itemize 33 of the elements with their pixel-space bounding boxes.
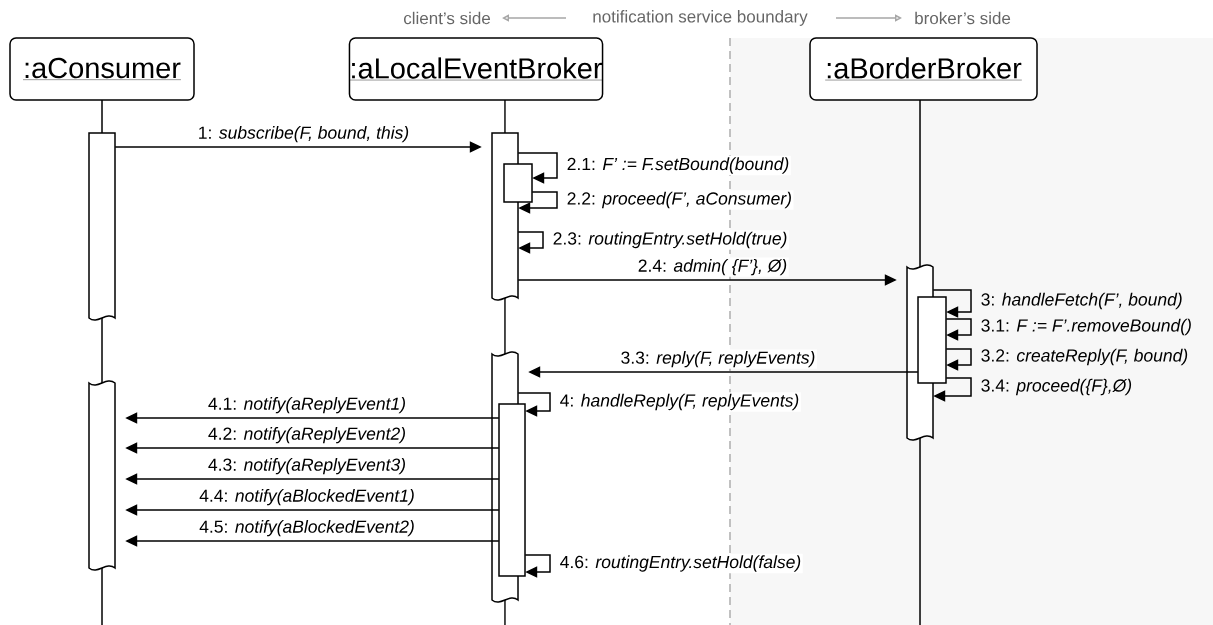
message-label: 3.1: F := F’.removeBound()	[979, 317, 1194, 337]
message-label: 2.1: F’ := F.setBound(bound)	[565, 155, 791, 176]
message-label: 1: subscribe(F, bound, this)	[196, 124, 411, 144]
self-message-arrow	[932, 289, 972, 318]
message-label: 3.2: createReply(F, bound)	[979, 347, 1190, 367]
self-message-arrow	[524, 554, 551, 578]
message-label: 2.2: proceed(F’, aConsumer)	[565, 190, 794, 210]
message-label: 2.3: routingEntry.setHold(true)	[551, 230, 789, 250]
activation-bar	[917, 296, 947, 384]
message-label: 4: handleReply(F, replyEvents)	[558, 392, 801, 412]
message-label: 4.5: notify(aBlockedEvent2)	[197, 518, 417, 538]
self-message-arrow	[517, 392, 551, 417]
activation-bar	[88, 380, 116, 571]
message-label: 4.4: notify(aBlockedEvent1)	[197, 487, 417, 507]
lifeline-head: :aConsumer	[9, 37, 195, 101]
message-label: 3: handleFetch(F’, bound)	[979, 291, 1185, 311]
activation-bar	[498, 403, 526, 577]
activation-bar	[503, 163, 533, 203]
self-message-arrow	[945, 348, 972, 371]
self-message-arrow	[517, 152, 558, 184]
message-label: 2.4: admin( {F’}, Ø)	[636, 257, 789, 277]
lifeline-head: :aBorderBroker	[809, 37, 1038, 101]
self-message-arrow	[945, 318, 972, 341]
boundary-label: notification service boundary	[593, 10, 808, 26]
lifeline-head: :aLocalEventBroker	[348, 37, 604, 101]
activation-bar	[88, 132, 116, 321]
message-label: 3.4: proceed({F},Ø)	[979, 377, 1134, 397]
message-label: 4.3: notify(aReplyEvent3)	[206, 456, 408, 476]
message-label: 4.6: routingEntry.setHold(false)	[558, 553, 803, 574]
message-label: 3.3: reply(F, replyEvents)	[619, 349, 817, 369]
self-message-arrow	[517, 231, 544, 254]
message-label: 4.2: notify(aReplyEvent2)	[206, 425, 408, 445]
message-label: 4.1: notify(aReplyEvent1)	[206, 395, 408, 415]
